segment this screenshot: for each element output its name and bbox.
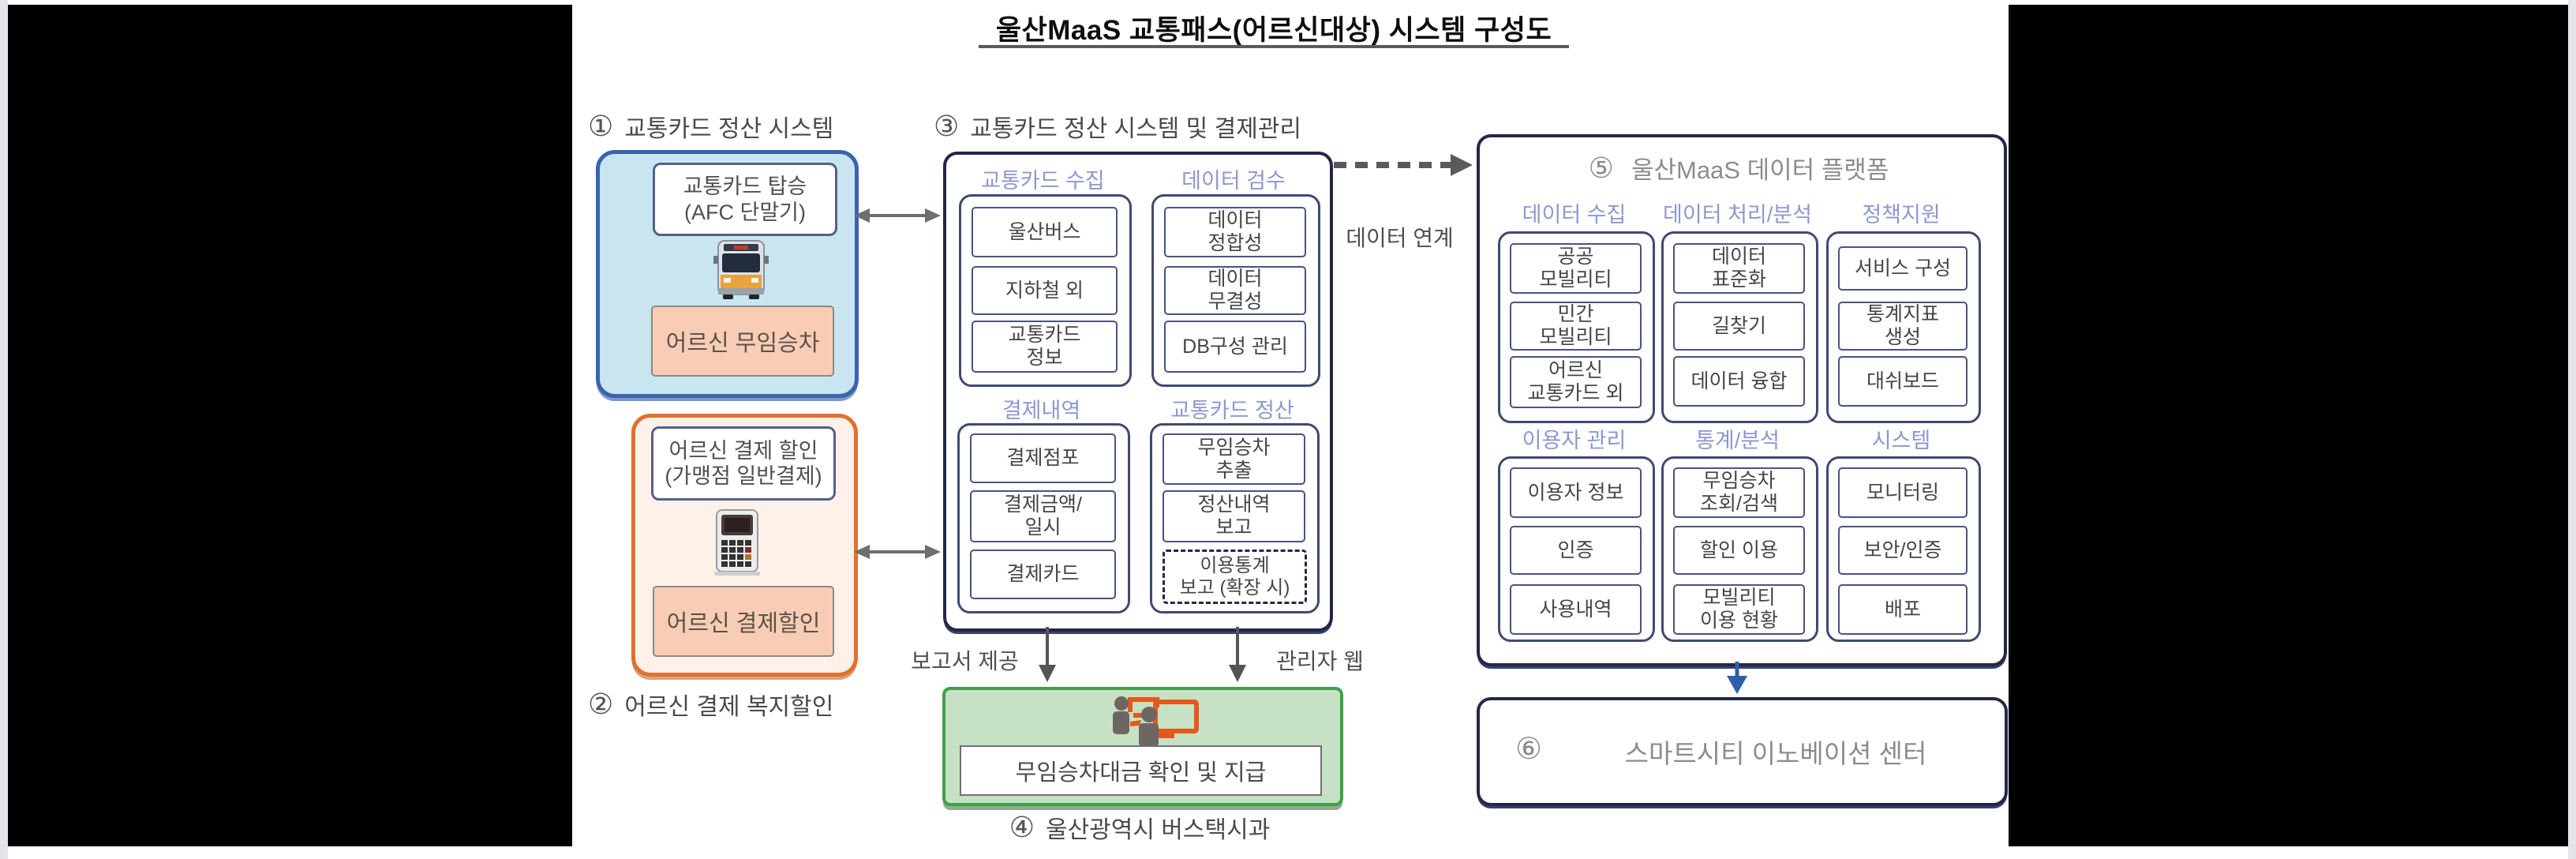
admin-web-label: 관리자 웹 [1276,649,1364,673]
section4-label-text: 울산광역시 버스택시과 [1045,817,1271,843]
item-data-standardize: 데이터 표준화 [1673,243,1805,294]
item-private-mobility: 민간 모빌리티 [1510,302,1642,351]
circled-number-5: ⑤ [1588,151,1614,184]
section5-heading-text: 울산MaaS 데이터 플랫폼 [1631,156,1889,184]
item-service-config: 서비스 구성 [1838,246,1968,291]
circled-number-2: ② [588,688,614,720]
staff-monitor-icon [1113,696,1199,747]
card-terminal-icon [714,509,760,576]
group-data-inspection-label: 데이터 검수 [1181,169,1286,193]
item-data-integrity: 데이터 무결성 [1164,266,1306,315]
item-stat-indicator: 통계지표 생성 [1838,302,1968,351]
free-ride-payment-box: 무임승차대금 확인 및 지급 [960,745,1322,796]
item-db-management: DB구성 관리 [1164,321,1306,373]
item-user-info: 이용자 정보 [1510,467,1642,518]
item-discount-usage: 할인 이용 [1673,526,1805,575]
item-usage-stats-report: 이용통계 보고 (확장 시) [1163,550,1307,604]
group-system-label: 시스템 [1871,429,1931,452]
edge-strip-bottom [0,846,2576,859]
section5-heading: ⑤ 울산MaaS 데이터 플랫폼 [1508,150,1969,186]
innovation-center-box [1477,697,2008,806]
group-payment-history-label: 결제내역 [1002,399,1081,422]
bus-icon [713,240,769,299]
title-underline [979,45,1569,48]
item-settlement-report: 정산내역 보고 [1163,490,1305,542]
down-arrow-admin-web [1229,627,1246,682]
item-free-ride-search: 무임승차 조회/검색 [1673,467,1805,518]
section4-label: ④ 울산광역시 버스택시과 [942,810,1338,845]
report-provide-label: 보고서 제공 [911,649,1019,673]
section3-label: ③ 교통카드 정산 시스템 및 결제관리 [934,109,1301,144]
item-security-auth: 보안/인증 [1838,526,1968,575]
item-usage-history: 사용내역 [1510,584,1642,635]
group-data-collect-label: 데이터 수집 [1522,203,1627,227]
item-public-mobility: 공공 모빌리티 [1510,243,1642,294]
edge-strip-top [0,0,2576,5]
circled-number-4: ④ [1009,811,1035,843]
group-user-mgmt-label: 이용자 관리 [1522,429,1627,452]
group-card-collection-label: 교통카드 수집 [981,169,1105,193]
group-policy-support-label: 정책지원 [1862,203,1941,227]
merchant-payment-card: 어르신 결제 할인 (가맹점 일반결제) [651,426,836,501]
data-link-label: 데이터 연계 [1346,226,1454,250]
item-payment-card: 결제카드 [970,550,1116,599]
section6-label-text: 스마트시티 이노베이션 센터 [1624,739,1927,768]
item-mobility-status: 모빌리티 이용 현황 [1673,584,1805,635]
item-subway-etc: 지하철 외 [972,266,1118,315]
item-ulsan-bus: 울산버스 [972,207,1118,257]
item-route-finding: 길찾기 [1673,302,1805,351]
payment-discount-badge: 어르신 결제할인 [653,586,834,657]
page-title: 울산MaaS 교통패스(어르신대상) 시스템 구성도 [995,15,1552,46]
item-free-ride-extract: 무임승차 추출 [1163,433,1305,485]
section2-label: ② 어르신 결제 복지할인 [588,687,833,722]
section1-label-text: 교통카드 정산 시스템 [624,116,834,142]
down-arrow-report [1039,627,1056,682]
section3-label-text: 교통카드 정산 시스템 및 결제관리 [970,116,1302,142]
double-arrow-discount [854,545,941,559]
item-data-fusion: 데이터 융합 [1673,356,1805,407]
group-stats-analysis-label: 통계/분석 [1695,429,1780,452]
item-senior-card-etc: 어르신 교통카드 외 [1510,356,1642,408]
section1-label: ① 교통카드 정산 시스템 [588,109,833,144]
item-monitoring: 모니터링 [1838,467,1968,518]
edge-strip-right [2568,0,2576,859]
item-data-consistency: 데이터 정합성 [1164,207,1306,257]
blue-arrow-platform-center [1727,662,1747,694]
dashed-arrow-data-link [1334,154,1473,176]
section2-label-text: 어르신 결제 복지할인 [624,694,834,720]
item-payment-store: 결제점포 [970,433,1116,483]
item-auth: 인증 [1510,526,1642,575]
circled-number-3: ③ [934,110,960,142]
item-dashboard: 대쉬보드 [1838,356,1968,407]
afc-boarding-card: 교통카드 탑승 (AFC 단말기) [653,163,837,236]
item-payment-amount: 결제금액/ 일시 [970,490,1116,542]
item-deploy: 배포 [1838,584,1968,635]
group-data-process-label: 데이터 처리/분석 [1663,203,1812,227]
edge-strip-left [0,0,8,859]
double-arrow-afc [854,208,941,223]
group-card-settlement-label: 교통카드 정산 [1170,399,1294,422]
free-ride-badge: 어르신 무임승차 [651,306,834,377]
circled-number-1: ① [588,110,614,142]
circled-number-6: ⑥ [1515,733,1543,766]
item-card-info: 교통카드 정보 [972,321,1118,373]
